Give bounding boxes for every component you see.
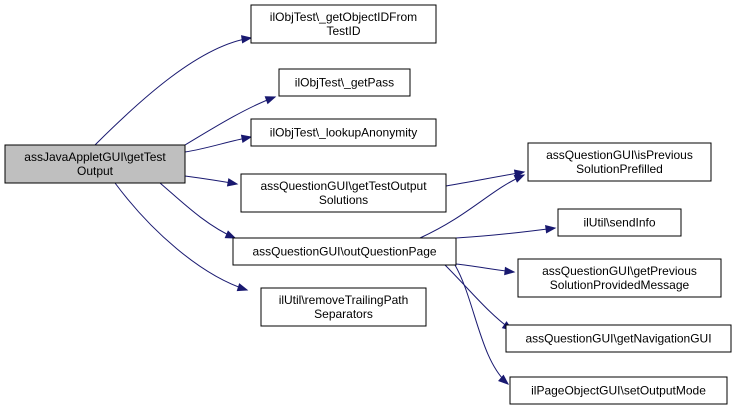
node-box	[250, 4, 437, 44]
node-box	[4, 144, 186, 184]
function-node[interactable]: ilObjTest\_getPass	[278, 68, 411, 97]
node-label: TestID	[326, 24, 360, 38]
node-label: ilObjTest\_getPass	[295, 76, 394, 90]
node-label: Solutions	[319, 193, 368, 207]
arrowhead-icon	[226, 178, 239, 187]
call-edge	[455, 225, 557, 239]
arrowhead-icon	[545, 225, 557, 234]
call-edge	[184, 175, 239, 187]
arrowhead-icon	[224, 230, 237, 239]
edges-layer	[94, 35, 557, 385]
arrowhead-icon	[504, 266, 516, 276]
edge-line	[114, 182, 248, 291]
arrowhead-icon	[264, 96, 277, 105]
call-edge	[184, 96, 277, 146]
call-edge	[94, 35, 253, 146]
node-box	[250, 118, 437, 147]
node-box	[240, 173, 447, 213]
arrowhead-icon	[241, 35, 253, 44]
arrowhead-icon	[240, 134, 253, 143]
function-node[interactable]: assQuestionGUI\getPreviousSolutionProvid…	[517, 258, 722, 298]
call-edge	[114, 182, 249, 292]
node-label: assQuestionGUI\getNavigationGUI	[525, 332, 711, 346]
call-edge	[419, 174, 526, 239]
node-label: assQuestionGUI\getPrevious	[542, 264, 697, 278]
node-label: ilObjTest\_getObjectIDFrom	[270, 10, 417, 24]
node-label: ilUtil\removeTrailingPath	[279, 293, 409, 307]
arrowhead-icon	[513, 174, 526, 183]
edge-line	[444, 264, 513, 331]
arrowhead-icon	[498, 374, 510, 385]
edge-line	[184, 96, 276, 146]
function-node[interactable]: ilObjTest\_lookupAnonymity	[250, 118, 437, 147]
node-label: Separators	[314, 307, 373, 321]
node-label: ilObjTest\_lookupAnonymity	[270, 126, 417, 140]
node-box	[260, 287, 427, 327]
node-label: SolutionProvidedMessage	[550, 278, 690, 292]
function-node[interactable]: ilUtil\sendInfo	[557, 208, 682, 237]
call-edge	[454, 264, 510, 385]
function-node[interactable]: assQuestionGUI\outQuestionPage	[232, 237, 457, 266]
function-node[interactable]: assQuestionGUI\getNavigationGUI	[505, 324, 732, 353]
edge-line	[455, 227, 556, 239]
arrowhead-icon	[236, 283, 249, 292]
node-label: ilPageObjectGUI\setOutputMode	[531, 384, 706, 398]
node-box	[517, 258, 722, 298]
node-label: assQuestionGUI\isPrevious	[546, 148, 693, 162]
call-edge	[184, 134, 253, 153]
call-edge	[455, 263, 516, 276]
function-node[interactable]: assQuestionGUI\isPreviousSolutionPrefill…	[527, 142, 712, 182]
nodes-layer: assJavaAppletGUI\getTestOutput ilObjTest\…	[4, 4, 732, 405]
node-box	[509, 376, 728, 405]
node-label: SolutionPrefilled	[576, 162, 663, 176]
node-label: assJavaAppletGUI\getTest	[24, 150, 166, 164]
edge-line	[445, 171, 525, 187]
function-node[interactable]: ilPageObjectGUI\setOutputMode	[509, 376, 728, 405]
edge-line	[419, 174, 525, 239]
call-edge	[444, 264, 514, 331]
node-box	[527, 142, 712, 182]
edge-line	[94, 37, 252, 146]
edge-line	[159, 182, 236, 239]
node-box	[505, 324, 732, 353]
node-box	[557, 208, 682, 237]
edge-line	[454, 264, 509, 385]
node-box	[232, 237, 457, 266]
node-label: assQuestionGUI\outQuestionPage	[252, 245, 436, 259]
call-edge	[445, 169, 526, 187]
root-function-node[interactable]: assJavaAppletGUI\getTestOutput	[4, 144, 186, 184]
node-label: ilUtil\sendInfo	[583, 216, 655, 230]
node-label: Output	[77, 164, 114, 178]
node-label: assQuestionGUI\getTestOutput	[260, 179, 427, 193]
node-box	[278, 68, 411, 97]
call-edge	[159, 182, 237, 239]
